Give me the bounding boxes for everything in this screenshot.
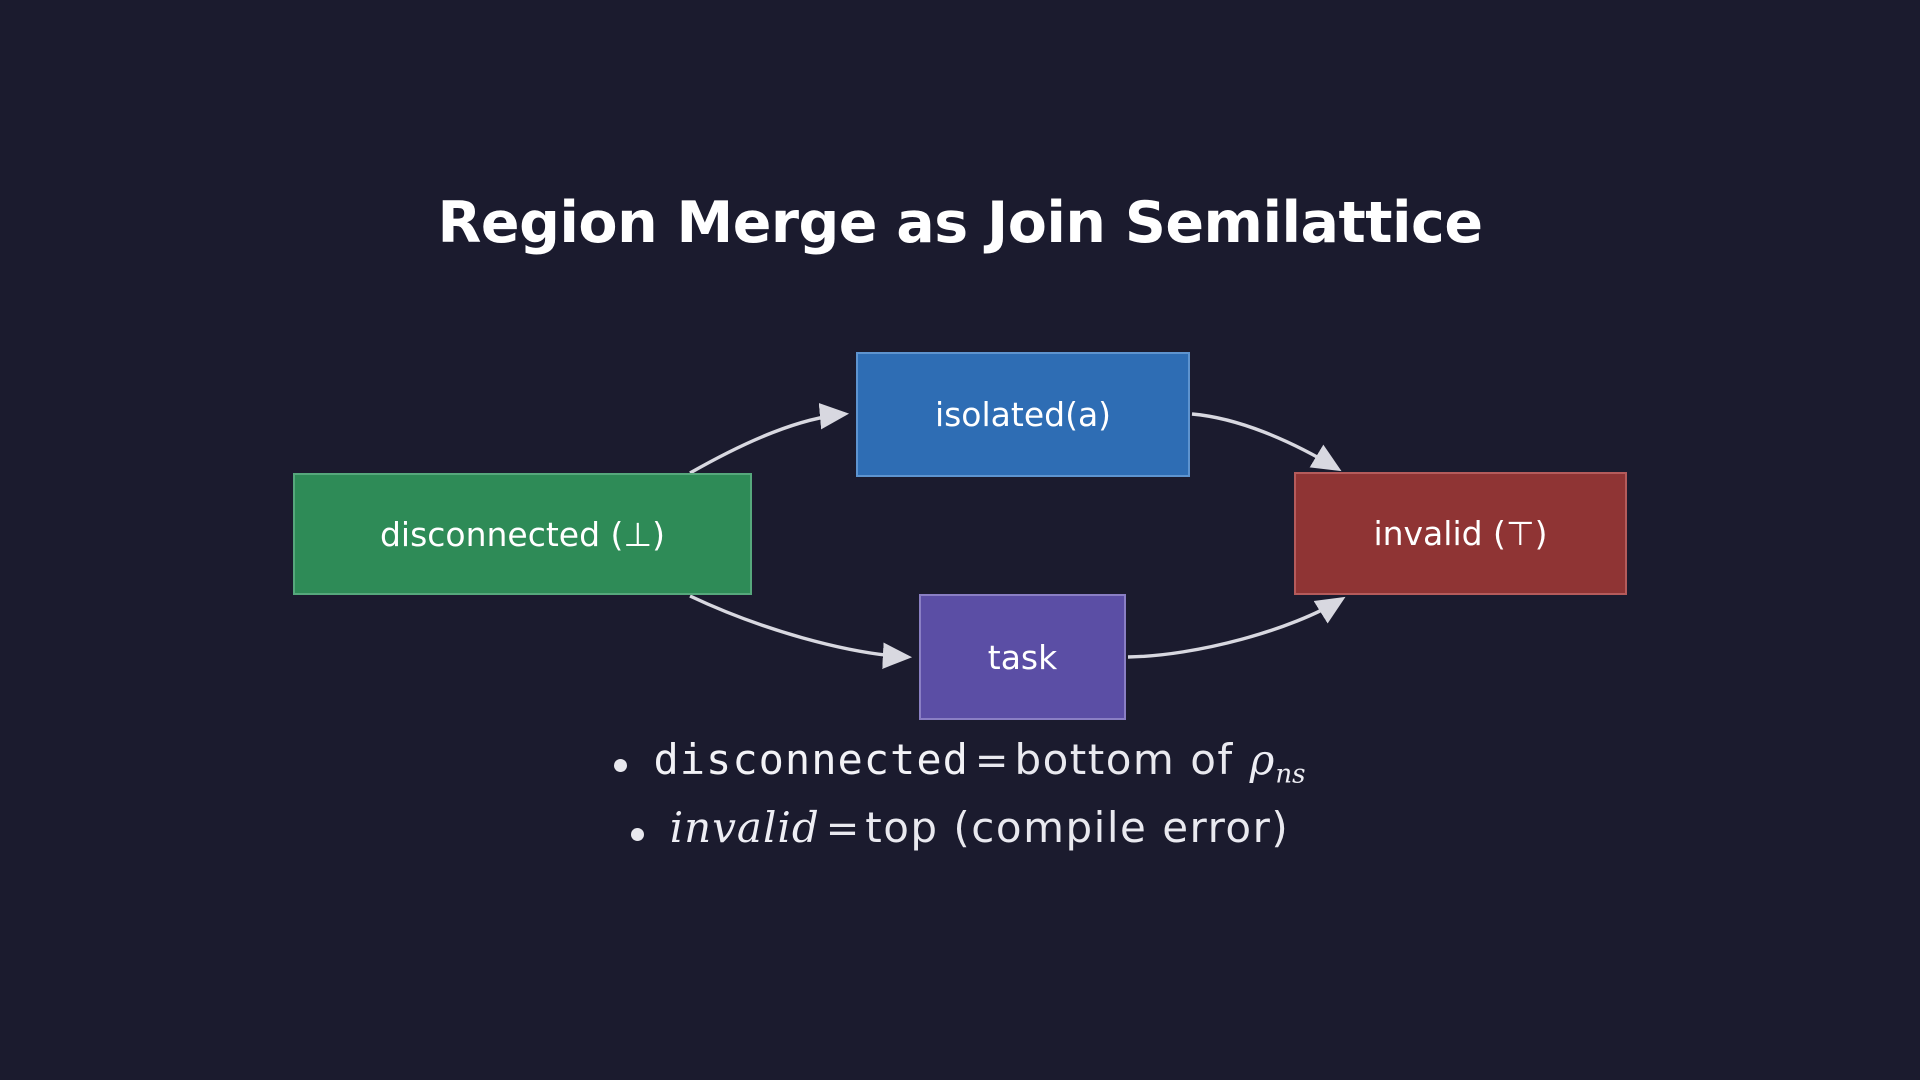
bullet-0-text: bottom of — [1014, 735, 1234, 784]
bullet-0-code: disconnected — [653, 735, 969, 784]
lattice-diagram: disconnected (⊥) isolated(a) task invali… — [0, 330, 1920, 750]
bullet-0-equals: = — [974, 738, 1009, 784]
bullet-0-symbol: ρns — [1249, 735, 1306, 789]
node-isolated[interactable]: isolated(a) — [856, 352, 1190, 477]
edge-isolated-to-invalid — [1191, 412, 1342, 472]
bullet-1-equals: = — [825, 806, 860, 853]
edge-task-to-invalid — [1127, 596, 1346, 659]
list-item: disconnected=bottom of ρns — [0, 735, 1920, 789]
edge-disconnected-to-isolated — [689, 403, 850, 475]
bullet-1-code: invalid — [669, 803, 820, 853]
edge-disconnected-to-task — [689, 594, 913, 669]
bullet-dot-icon — [630, 827, 644, 841]
bullet-1-text: top (compile error) — [865, 803, 1290, 853]
node-task[interactable]: task — [919, 594, 1126, 720]
rho-symbol: ρ — [1249, 735, 1276, 784]
rho-subscript: ns — [1275, 759, 1306, 790]
list-item: invalid=top (compile error) — [0, 803, 1920, 852]
node-invalid[interactable]: invalid (⊤) — [1294, 472, 1627, 595]
page-title: Region Merge as Join Semilattice — [437, 190, 1483, 256]
node-disconnected[interactable]: disconnected (⊥) — [293, 473, 752, 595]
bullet-dot-icon — [614, 759, 628, 773]
